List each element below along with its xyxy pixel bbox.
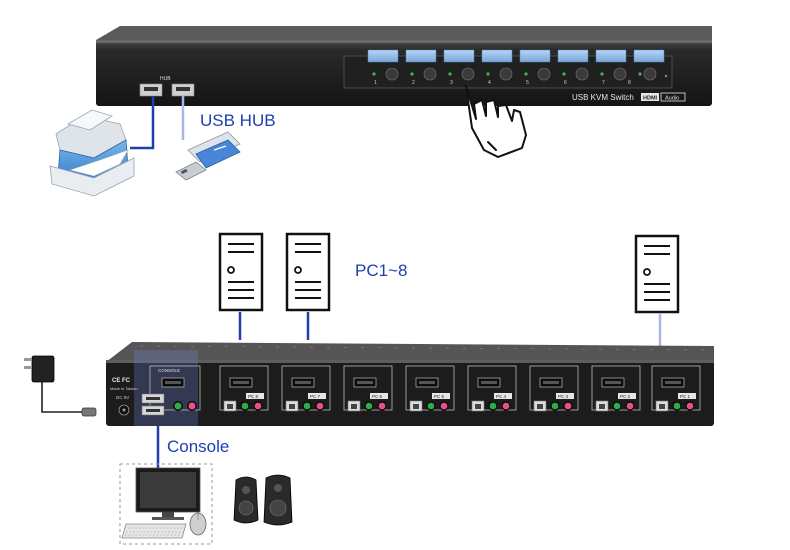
dc-label: DC 9V [116,395,129,400]
printer-icon [49,109,135,197]
pc-port-group-1: PC 1 [651,365,701,412]
front-usb-ports: HUB [139,76,195,97]
svg-text:2: 2 [412,80,415,86]
mic-port[interactable] [315,401,325,411]
console-mic-in[interactable] [187,401,197,411]
pc-tower-icon [285,232,331,312]
audio-port[interactable] [364,401,374,411]
console-peripherals-box [119,463,213,545]
svg-text:5: 5 [526,80,529,86]
audio-port[interactable] [672,401,682,411]
pc-port-group-8: PC 8 [219,365,269,412]
svg-text:PC 6: PC 6 [372,394,383,399]
mic-port[interactable] [253,401,263,411]
hdmi-badge: HDMI [643,96,658,102]
made-in-label: Made in Taiwan [110,386,138,391]
console-audio-out[interactable] [173,401,183,411]
audio-port[interactable] [550,401,560,411]
hand-pointer-icon [465,85,527,158]
svg-text:PC 2: PC 2 [620,394,631,399]
console-port-label: CONSOLE [158,368,180,373]
monitor-icon [135,467,201,520]
audio-port[interactable] [612,401,622,411]
svg-text:PC 8: PC 8 [248,394,259,399]
svg-text:3: 3 [450,80,453,86]
svg-text:8: 8 [628,80,631,86]
console-usb-ports[interactable] [141,393,165,416]
usb-hub-callout: USB HUB [200,111,276,130]
mic-port[interactable] [685,401,695,411]
select-button-4[interactable]: 4 [481,49,513,86]
pc-port-group-4: PC 4 [467,365,517,412]
power-adapter-icon [24,355,97,417]
console-callout: Console [167,437,229,456]
speakers-icon [233,474,293,526]
svg-text:PC 5: PC 5 [434,394,445,399]
console-hdmi-port[interactable] [161,377,185,388]
mic-port[interactable] [377,401,387,411]
pc-port-group-2: PC 2 [591,365,641,412]
pc-tower-icon [634,234,680,314]
select-button-2[interactable]: 2 [405,49,437,86]
rear-panel: CE FC Made in Taiwan DC 9V CONSOLE PC 8 [106,342,714,426]
keyboard-icon [121,523,187,539]
svg-text:7: 7 [602,80,605,86]
select-button-1[interactable]: 1 [367,49,399,86]
pc-port-group-3: PC 3 [529,365,579,412]
select-button-7[interactable]: 7 [595,49,627,86]
usb-stick-icon [175,131,241,181]
svg-text:PC 3: PC 3 [558,394,569,399]
mic-port[interactable] [563,401,573,411]
audio-badge: Audio [665,96,679,102]
svg-text:CE FC: CE FC [112,378,131,384]
select-button-6[interactable]: 6 [557,49,589,86]
select-button-5[interactable]: 5 [519,49,551,86]
mouse-icon [189,512,207,536]
audio-port[interactable] [488,401,498,411]
svg-text:1: 1 [374,80,377,86]
svg-text:4: 4 [488,80,491,86]
svg-text:6: 6 [564,80,567,86]
audio-port[interactable] [302,401,312,411]
pc-port-group-5: PC 5 [405,365,455,412]
mic-port[interactable] [625,401,635,411]
svg-text:PC 4: PC 4 [496,394,507,399]
select-button-3[interactable]: 3 [443,49,475,86]
audio-port[interactable] [240,401,250,411]
svg-text:PC 7: PC 7 [310,394,321,399]
select-buttons: 1 2 3 4 [367,49,668,86]
pc-port-group-7: PC 7 [281,365,331,412]
mic-port[interactable] [439,401,449,411]
svg-text:PC 1: PC 1 [680,394,691,399]
pc-port-group-6: PC 6 [343,365,393,412]
select-button-8[interactable]: 8 [628,49,665,86]
mic-port[interactable] [501,401,511,411]
model-label: USB KVM Switch [572,93,634,102]
hub-label: HUB [160,76,171,82]
pcs-callout: PC1~8 [355,261,407,280]
pc-connections [238,312,662,346]
pc-tower-icon [218,232,264,312]
usb-hub-connections [130,96,185,150]
front-panel: HUB 1 2 3 [96,26,712,106]
audio-port[interactable] [426,401,436,411]
